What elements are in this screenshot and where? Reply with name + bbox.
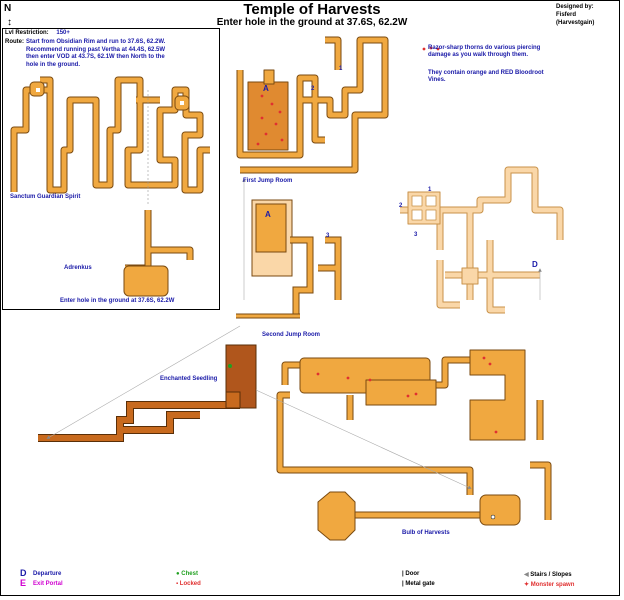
legend-metal-gate-label: Metal gate [405, 581, 435, 587]
legend-chest: ● Chest [176, 571, 198, 577]
route-line: Recommend running past Vertha at 44.4S, … [26, 46, 166, 53]
note-line: Razor-sharp thorns do various piercing [428, 45, 541, 51]
stairs-icon: ◀ [524, 572, 531, 578]
bulb-room [479, 494, 521, 526]
marker-1a: 1 [339, 66, 343, 72]
thorn-room [247, 81, 289, 151]
adrenkus-room [123, 265, 169, 297]
legend-stairs: ◀ Stairs / Slopes [524, 571, 572, 578]
label-first-jump-room: First Jump Room [243, 178, 293, 184]
legend-chest-label: Chest [181, 571, 198, 577]
lower-right-complex [276, 349, 552, 541]
note-line: They contain orange and RED Bloodroot [428, 70, 544, 76]
legend-exit-portal: Exit Portal [33, 581, 63, 587]
right-cross-complex [400, 166, 564, 314]
marker-A-thorn-room: A [263, 84, 269, 93]
marker-1b: 1 [428, 187, 432, 193]
marker-2b: 2 [399, 203, 403, 209]
lvl-label: Lvl Restriction: [5, 30, 49, 36]
legend-stairs-label: Stairs / Slopes [530, 572, 572, 578]
marker-A-first-jump: A [265, 210, 271, 219]
upper-left-complex [236, 36, 389, 174]
legend-door: | Door [402, 571, 419, 577]
monster-spawn-markers [256, 46, 498, 434]
lvl-restriction: Lvl Restriction: 150+ [5, 30, 70, 36]
route-text: Start from Obsidian Rim and run to 37.6S… [26, 39, 165, 69]
lock-icon: ▪ [176, 581, 180, 587]
door-icon: | [402, 571, 406, 577]
designer-server: (Harvestgain) [556, 20, 595, 26]
marker-2a: 2 [311, 86, 315, 92]
route-label: Route: [5, 39, 24, 45]
metal-gate-icon: | [402, 581, 406, 587]
designer-name: Fisferd [556, 12, 577, 18]
note-line: Vines. [428, 77, 446, 83]
page-subtitle: Enter hole in the ground at 37.6S, 62.2W [216, 17, 408, 28]
label-second-jump-room: Second Jump Room [262, 332, 321, 338]
marker-departure: D [532, 260, 538, 269]
legend-monster: ✦ Monster spawn [524, 581, 574, 588]
route-line: hole in the ground. [26, 61, 80, 68]
chest-icon [228, 364, 232, 368]
legend-locked: ▪ Locked [176, 581, 201, 587]
legend-locked-label: Locked [179, 581, 201, 587]
departure-symbol: D [20, 568, 27, 578]
first-jump-room [236, 199, 342, 319]
compass-north-label: N [4, 3, 12, 14]
legend-door-label: Door [405, 571, 420, 577]
legend-monster-label: Monster spawn [530, 582, 575, 588]
designer-credit: Designed by: Fisferd (Harvestgain) [556, 3, 594, 27]
label-bulb-of-harvests: Bulb of Harvests [402, 530, 450, 536]
label-adrenkus: Adrenkus [64, 265, 92, 271]
marker-3a: 3 [326, 233, 330, 239]
note-line: damage as you walk through them. [428, 52, 529, 58]
route-line: Start from Obsidian Rim and run to 37.6S… [26, 39, 166, 45]
chest-icon: ● [176, 571, 182, 577]
page-title: Temple of Harvests [243, 1, 381, 18]
note-vines: They contain orange and RED Bloodroot Vi… [428, 70, 544, 84]
marker-3b: 3 [414, 232, 418, 238]
compass-arrow-icon: ↕ [7, 17, 12, 28]
note-thorns: Razor-sharp thorns do various piercing d… [428, 45, 540, 59]
label-sanctum-guardian: Sanctum Guardian Spirit [10, 194, 81, 200]
legend-metal-gate: | Metal gate [402, 581, 435, 587]
monster-spawn-icon: ✦ [524, 582, 531, 588]
legend-departure: Departure [33, 571, 62, 577]
inset-route-map [10, 76, 210, 297]
designer-label: Designed by: [556, 4, 594, 10]
lvl-value: 150+ [56, 30, 70, 36]
route-line: then enter VOD at 43.7S, 62.1W then Nort… [26, 54, 165, 60]
lower-left-corridor [38, 344, 257, 442]
label-enchanted-seedling: Enchanted Seedling [160, 376, 218, 382]
exit-portal-symbol: E [20, 578, 27, 588]
route-inset-box [2, 28, 220, 310]
label-enter-hole: Enter hole in the ground at 37.6S, 62.2W [60, 298, 175, 304]
